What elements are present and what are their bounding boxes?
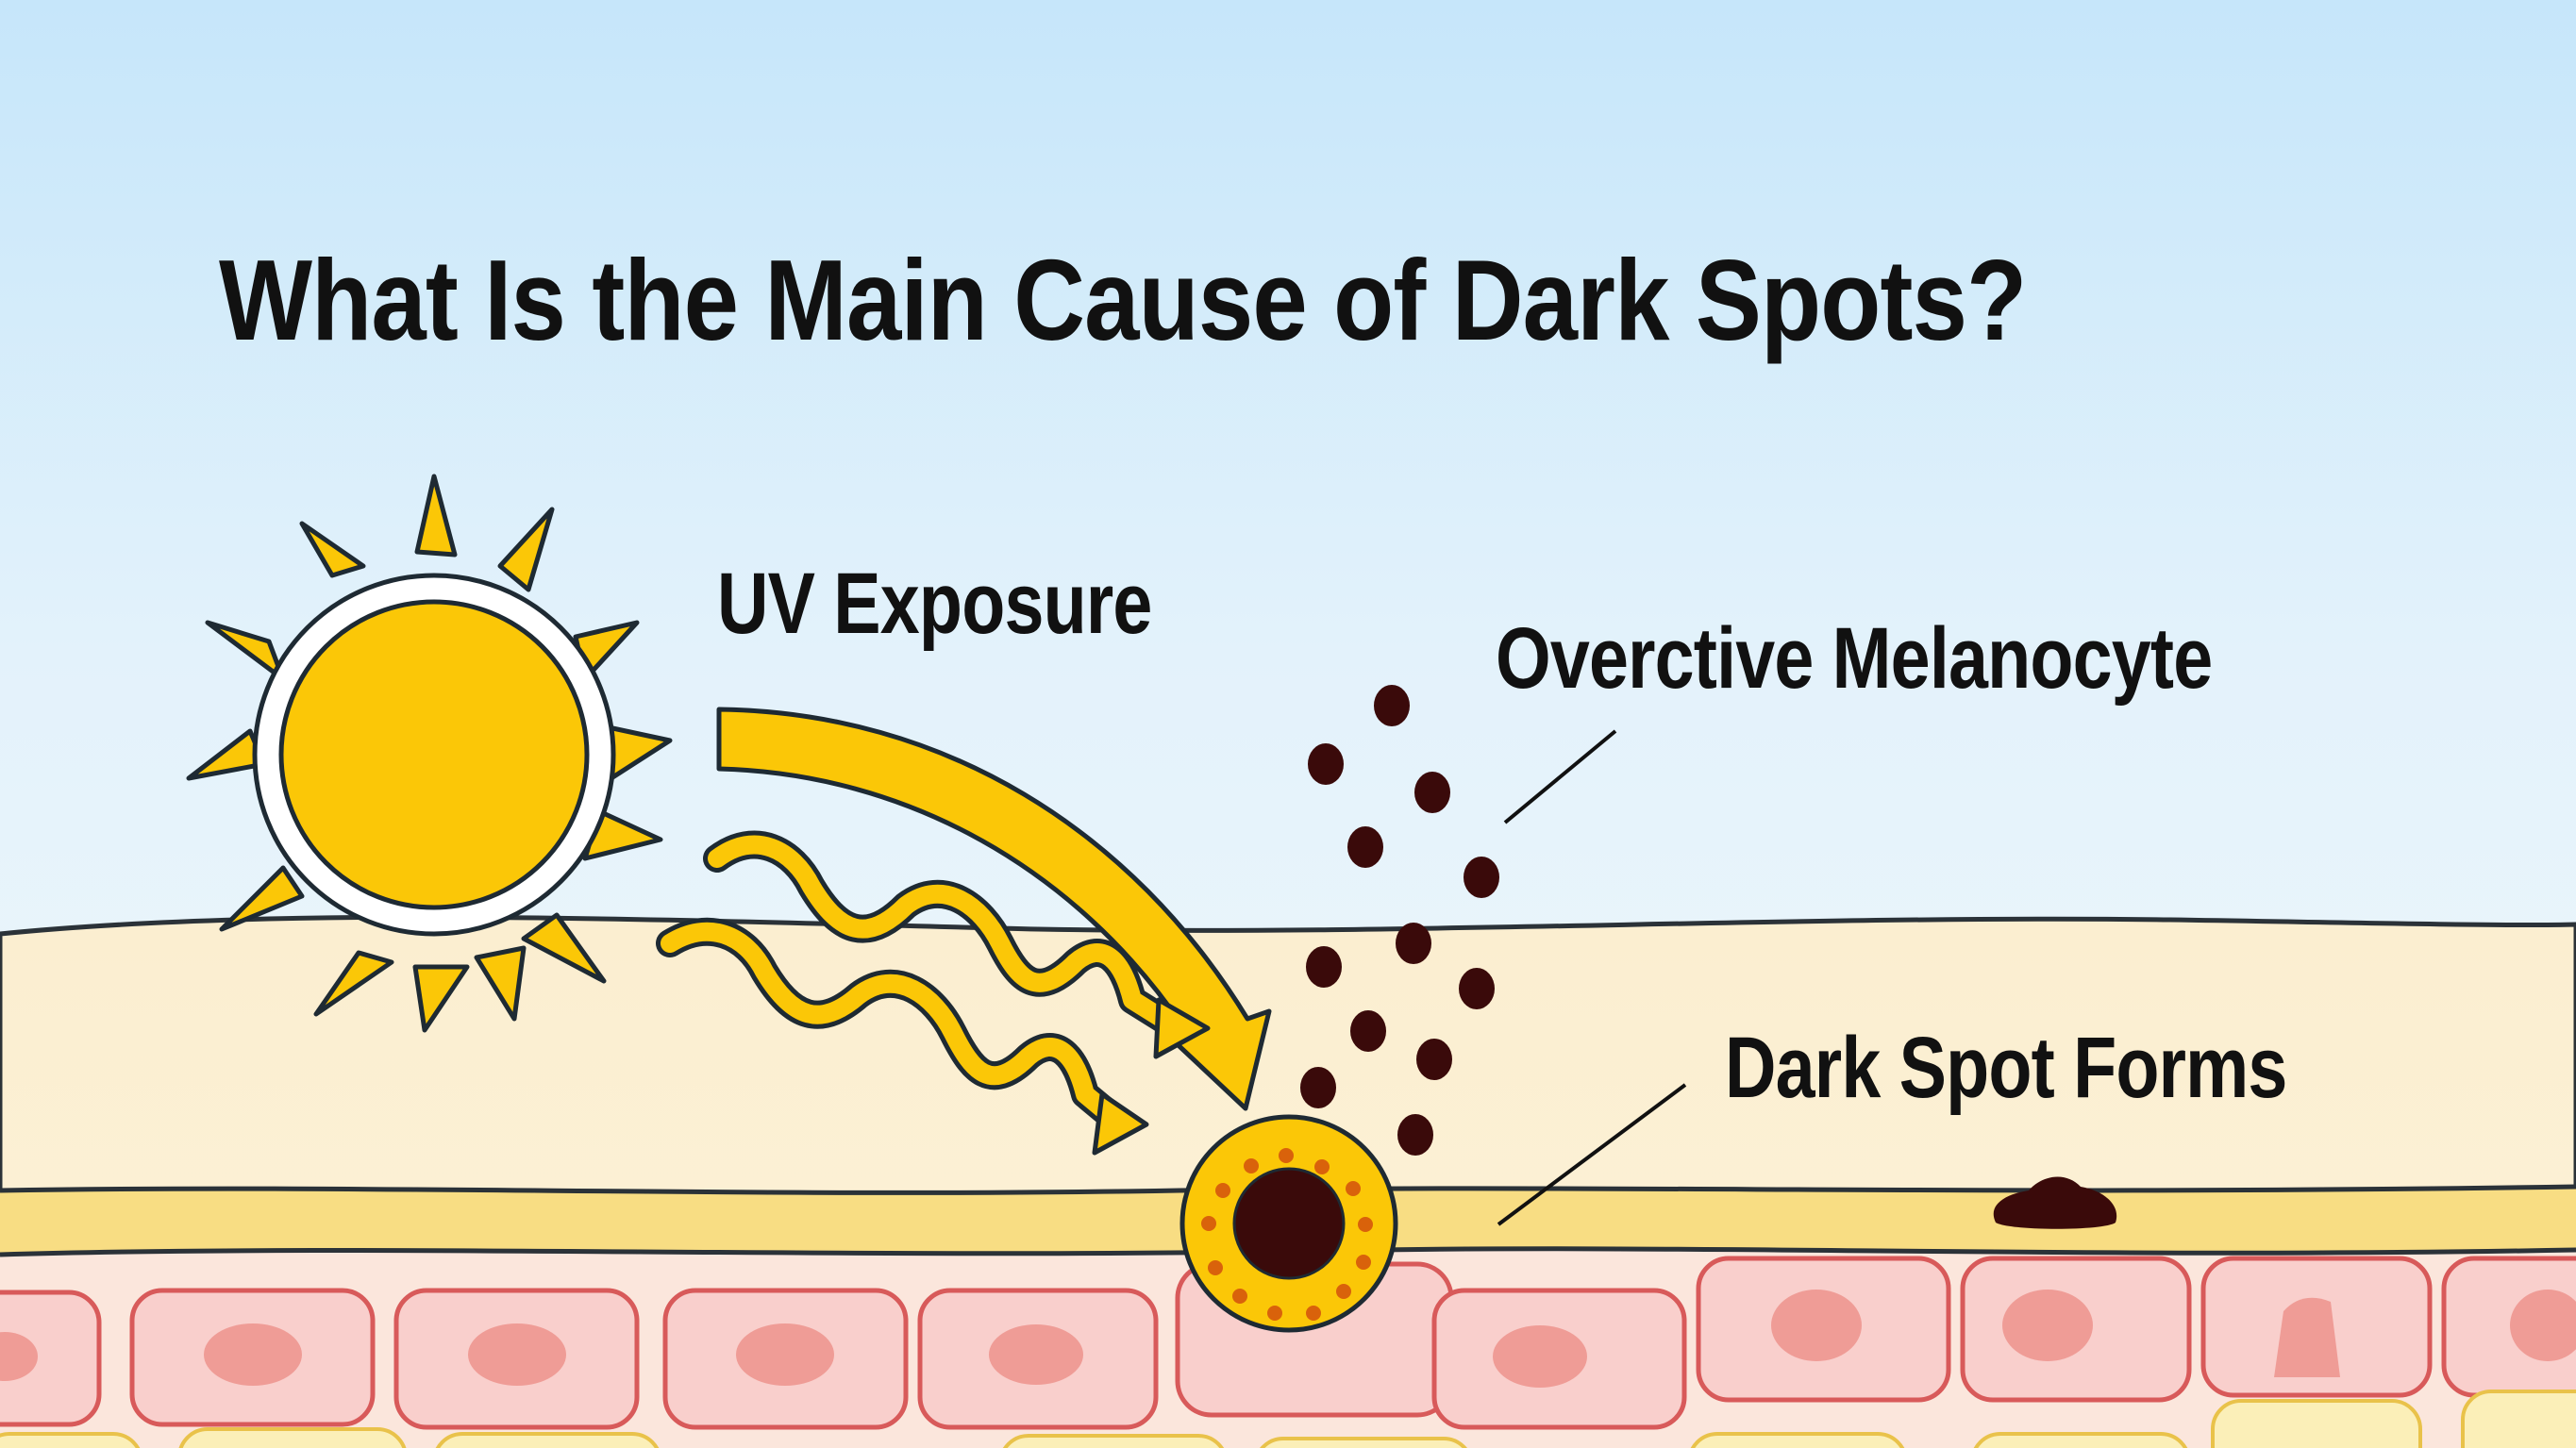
- skin-cell: [917, 1288, 1159, 1430]
- skin-cell: [0, 1290, 102, 1427]
- dark-spot-label: Dark Spot Forms: [1725, 1020, 2287, 1116]
- lower-cell-row: [0, 1390, 2576, 1448]
- wavy-arrow-icon: [656, 830, 1211, 1156]
- melanocyte-leader-line: [1503, 729, 1617, 824]
- skin-cell: [2200, 1256, 2433, 1398]
- skin-cell: [1960, 1256, 2192, 1403]
- skin-cell: [129, 1288, 376, 1427]
- melanocyte-cell-icon: [1179, 1114, 1398, 1333]
- skin-cell: [393, 1288, 640, 1430]
- melanocyte-label: Overctive Melanocyte: [1496, 610, 2213, 707]
- skin-cell: [662, 1288, 909, 1430]
- uv-exposure-label: UV Exposure: [717, 556, 1152, 652]
- dark-spot-leader-line: [1497, 1083, 1687, 1226]
- sun-icon: [186, 474, 673, 1033]
- skin-cell: [1431, 1288, 1687, 1430]
- melanin-granules: [1300, 685, 1499, 1156]
- skin-cell: [1696, 1256, 1951, 1403]
- keratinocyte-row: [0, 1256, 2576, 1430]
- page-title: What Is the Main Cause of Dark Spots?: [219, 236, 2027, 364]
- dark-spot-icon: [1993, 1176, 2117, 1229]
- curved-arrow-icon: [716, 707, 1272, 1111]
- skin-cell: [2441, 1256, 2576, 1398]
